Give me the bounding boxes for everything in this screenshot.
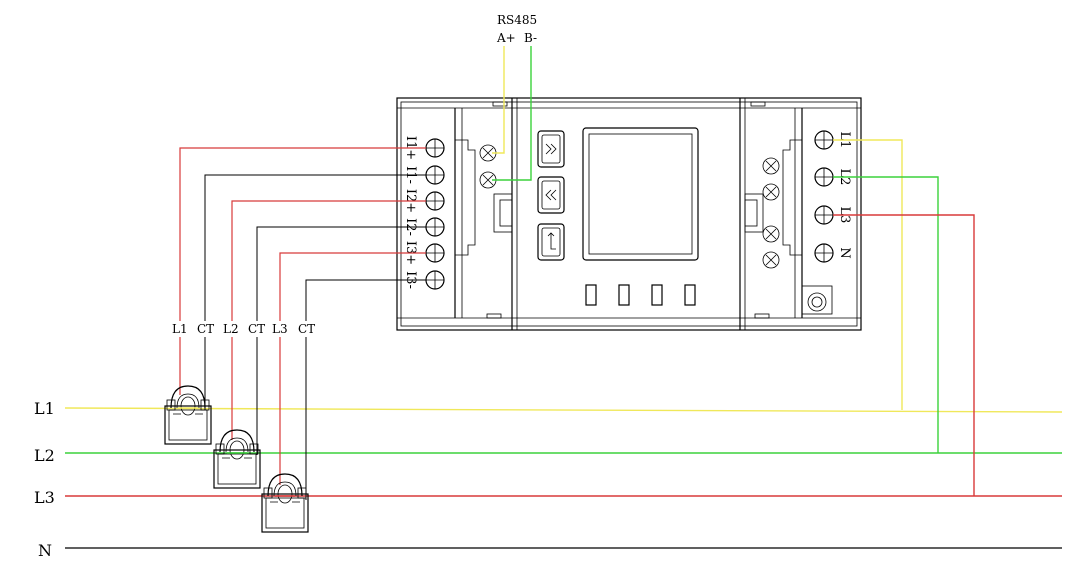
terminal-n[interactable]: N xyxy=(814,243,852,263)
ct3-plus-wire xyxy=(279,252,426,485)
voltage-wires xyxy=(833,139,975,496)
rs485-b-minus-label: B- xyxy=(524,31,537,45)
ct-clamp-1 xyxy=(164,385,212,445)
ct-clamp-2 xyxy=(213,429,261,489)
rs485-a-plus-wire xyxy=(492,46,505,154)
ct2-plus-wire xyxy=(231,200,426,440)
bus-n-label: N xyxy=(38,541,52,560)
voltage-l1-wire xyxy=(833,139,903,410)
ct-wires: L1 CT L2 CT L3 CT xyxy=(168,147,426,500)
ct-label-ct1: CT xyxy=(197,322,214,336)
button-next[interactable] xyxy=(537,130,565,168)
ct2-minus-wire xyxy=(256,226,426,455)
bus-l1-line xyxy=(64,407,1063,413)
terminal-n-label: N xyxy=(837,247,852,258)
double-chevron-right-icon xyxy=(545,143,557,155)
right-terminals: L1 L2 L3 N xyxy=(814,130,852,263)
ct1-plus-wire xyxy=(179,147,426,395)
ct-label-ct2: CT xyxy=(248,322,265,336)
mounting-tab xyxy=(801,285,833,315)
double-chevron-left-icon xyxy=(545,189,557,201)
lcd-display xyxy=(582,127,699,261)
button-prev[interactable] xyxy=(537,176,565,214)
rs485-a-plus-label: A+ xyxy=(496,31,516,45)
button-enter[interactable] xyxy=(537,223,565,261)
indicator-slot xyxy=(618,284,630,306)
meter-outer-frame xyxy=(396,97,862,331)
voltage-l3-wire xyxy=(833,214,975,496)
voltage-l2-wire xyxy=(833,176,939,453)
rs485-connection: RS485 A+ B- xyxy=(492,13,537,181)
ct-label-ct3: CT xyxy=(298,322,315,336)
right-module-screws xyxy=(762,157,780,269)
bus-l1-label: L1 xyxy=(34,399,55,418)
indicator-slot xyxy=(684,284,696,306)
right-terminal-module xyxy=(739,98,833,330)
ct-label-l2: L2 xyxy=(223,322,239,336)
bus-l2-label: L2 xyxy=(34,446,55,465)
enter-return-icon xyxy=(547,232,556,250)
mounting-hole xyxy=(807,292,827,312)
left-terminal-module xyxy=(454,98,518,330)
rs485-title: RS485 xyxy=(497,13,537,27)
bus-l3-label: L3 xyxy=(34,488,55,507)
energy-meter: I1+ I1- I2+ I2- I3+ I3- xyxy=(396,97,862,331)
left-terminals: I1+ I1- I2+ I2- I3+ I3- xyxy=(403,136,445,290)
indicator-slot xyxy=(585,284,597,306)
bus-lines: L1 L2 L3 N xyxy=(34,399,1063,560)
indicator-slot xyxy=(651,284,663,306)
ct-label-l3: L3 xyxy=(272,322,288,336)
ct-clamp-3 xyxy=(261,473,309,533)
indicator-slots xyxy=(585,284,696,306)
ct-label-l1: L1 xyxy=(172,322,188,336)
rs485-b-minus-wire xyxy=(492,46,532,181)
ct3-minus-wire xyxy=(305,279,426,500)
ct1-minus-wire xyxy=(204,174,426,410)
rs485-screws xyxy=(479,144,497,189)
